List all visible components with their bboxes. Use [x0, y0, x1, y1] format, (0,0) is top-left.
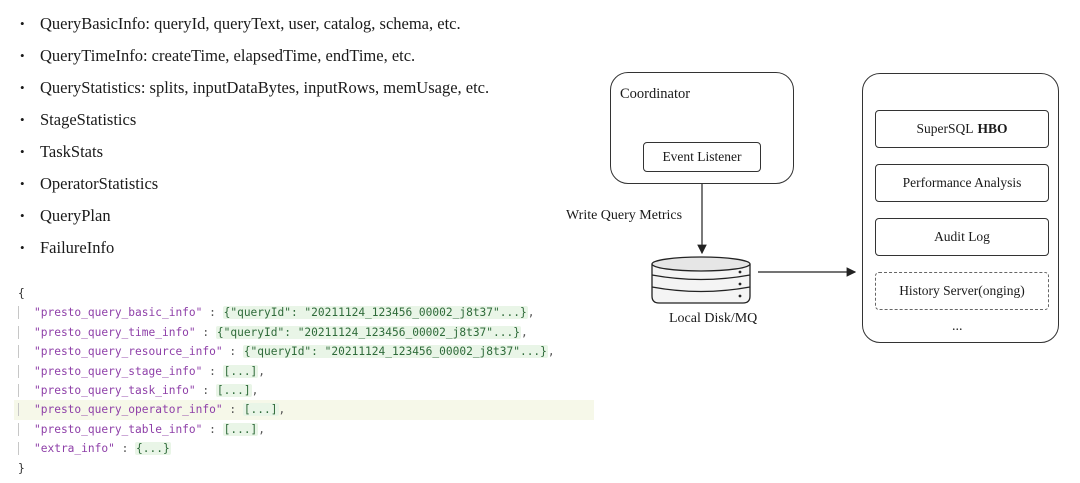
bullet-item: QueryStatistics: splits, inputDataBytes,… — [18, 74, 489, 106]
coordinator-label: Coordinator — [620, 86, 691, 102]
bullet-item: OperatorStatistics — [18, 170, 489, 202]
bullet-item: QueryTimeInfo: createTime, elapsedTime, … — [18, 42, 489, 74]
hbo-label: HBO — [977, 121, 1008, 136]
code-line: "extra_info" : {...} — [14, 439, 594, 458]
event-listener-box: Event Listener — [643, 142, 761, 172]
supersql-label: SuperSQL — [916, 121, 974, 136]
bullet-item: TaskStats — [18, 138, 489, 170]
bullet-item: QueryBasicInfo: queryId, queryText, user… — [18, 10, 489, 42]
database-icon — [651, 256, 751, 304]
code-line: "presto_query_table_info" : [...], — [14, 420, 594, 439]
code-line: "presto_query_time_info" : {"queryId": "… — [14, 323, 594, 342]
history-server-box: History Server(onging) — [875, 272, 1049, 310]
code-line: "presto_query_task_info" : [...], — [14, 381, 594, 400]
code-open-brace: { — [18, 287, 25, 300]
more-ellipsis: ... — [952, 319, 963, 334]
audit-log-box: Audit Log — [875, 218, 1049, 256]
code-line: "presto_query_stage_info" : [...], — [14, 362, 594, 381]
bullet-item: QueryPlan — [18, 202, 489, 234]
bullet-item: StageStatistics — [18, 106, 489, 138]
disk-label: Local Disk/MQ — [669, 311, 758, 326]
code-line-highlighted: "presto_query_operator_info" : [...], — [14, 400, 594, 420]
code-line: "presto_query_resource_info" : {"queryId… — [14, 342, 594, 361]
code-line: "presto_query_basic_info" : {"queryId": … — [14, 303, 594, 322]
code-close-brace: } — [18, 461, 25, 475]
bullet-item: FailureInfo — [18, 234, 489, 266]
json-code-block: { "presto_query_basic_info" : {"queryId"… — [14, 284, 594, 478]
metrics-bullet-list: QueryBasicInfo: queryId, queryText, user… — [18, 10, 489, 266]
performance-analysis-box: Performance Analysis — [875, 164, 1049, 202]
write-metrics-label: Write Query Metrics — [566, 208, 683, 223]
